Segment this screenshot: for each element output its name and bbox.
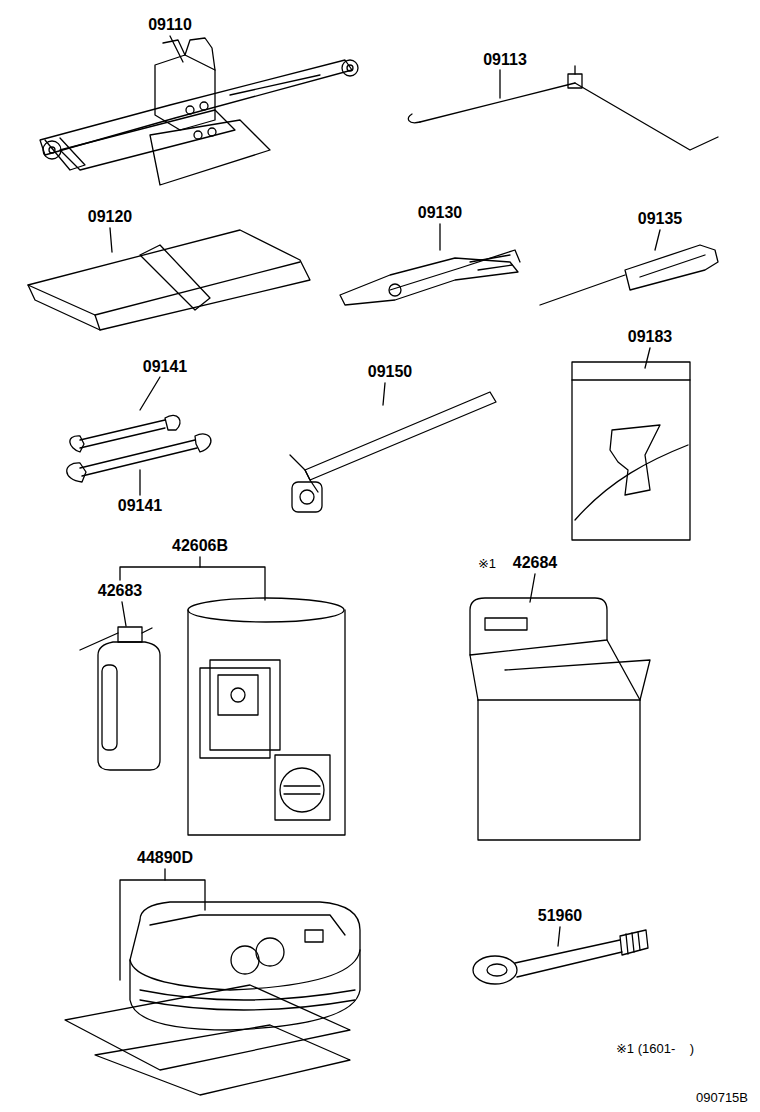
- callout-number: ※1: [476, 556, 498, 571]
- compressor-figure: [65, 902, 360, 1095]
- bag-figure: [572, 362, 690, 540]
- screwdriver-figure: [540, 245, 718, 305]
- callout-number: 090715B: [694, 1090, 750, 1105]
- callout-number: 44890D: [135, 849, 195, 867]
- towing-eye-figure: [473, 930, 648, 984]
- jack-handle-figure: [408, 66, 718, 150]
- case-figure: [470, 598, 650, 840]
- callout-number: 09130: [416, 204, 465, 222]
- callout-number: 42683: [96, 582, 145, 600]
- tool-bag-figure: [28, 230, 310, 330]
- callout-number: 51960: [536, 907, 585, 925]
- callout-number: 09150: [366, 363, 415, 381]
- callout-number: ※1 (1601- ): [614, 1041, 696, 1056]
- leader-lines: [110, 36, 660, 980]
- callout-number: 09183: [626, 328, 675, 346]
- callout-number: 09110: [146, 16, 194, 34]
- callout-number: 42684: [511, 554, 560, 572]
- callout-number: 09120: [86, 208, 135, 226]
- callout-number: 09135: [636, 210, 685, 228]
- callout-number: 09113: [481, 51, 529, 69]
- bottle-figure: [80, 627, 160, 770]
- pliers-figure: [340, 250, 520, 305]
- wrench-figure: [67, 415, 211, 482]
- callout-number: 09141: [141, 358, 190, 376]
- jack-figure: [40, 38, 358, 185]
- callout-number: 09141: [116, 497, 165, 515]
- lug-wrench-figure: [290, 392, 496, 512]
- repair-kit-figure: [188, 598, 345, 835]
- callout-number: 42606B: [170, 537, 230, 555]
